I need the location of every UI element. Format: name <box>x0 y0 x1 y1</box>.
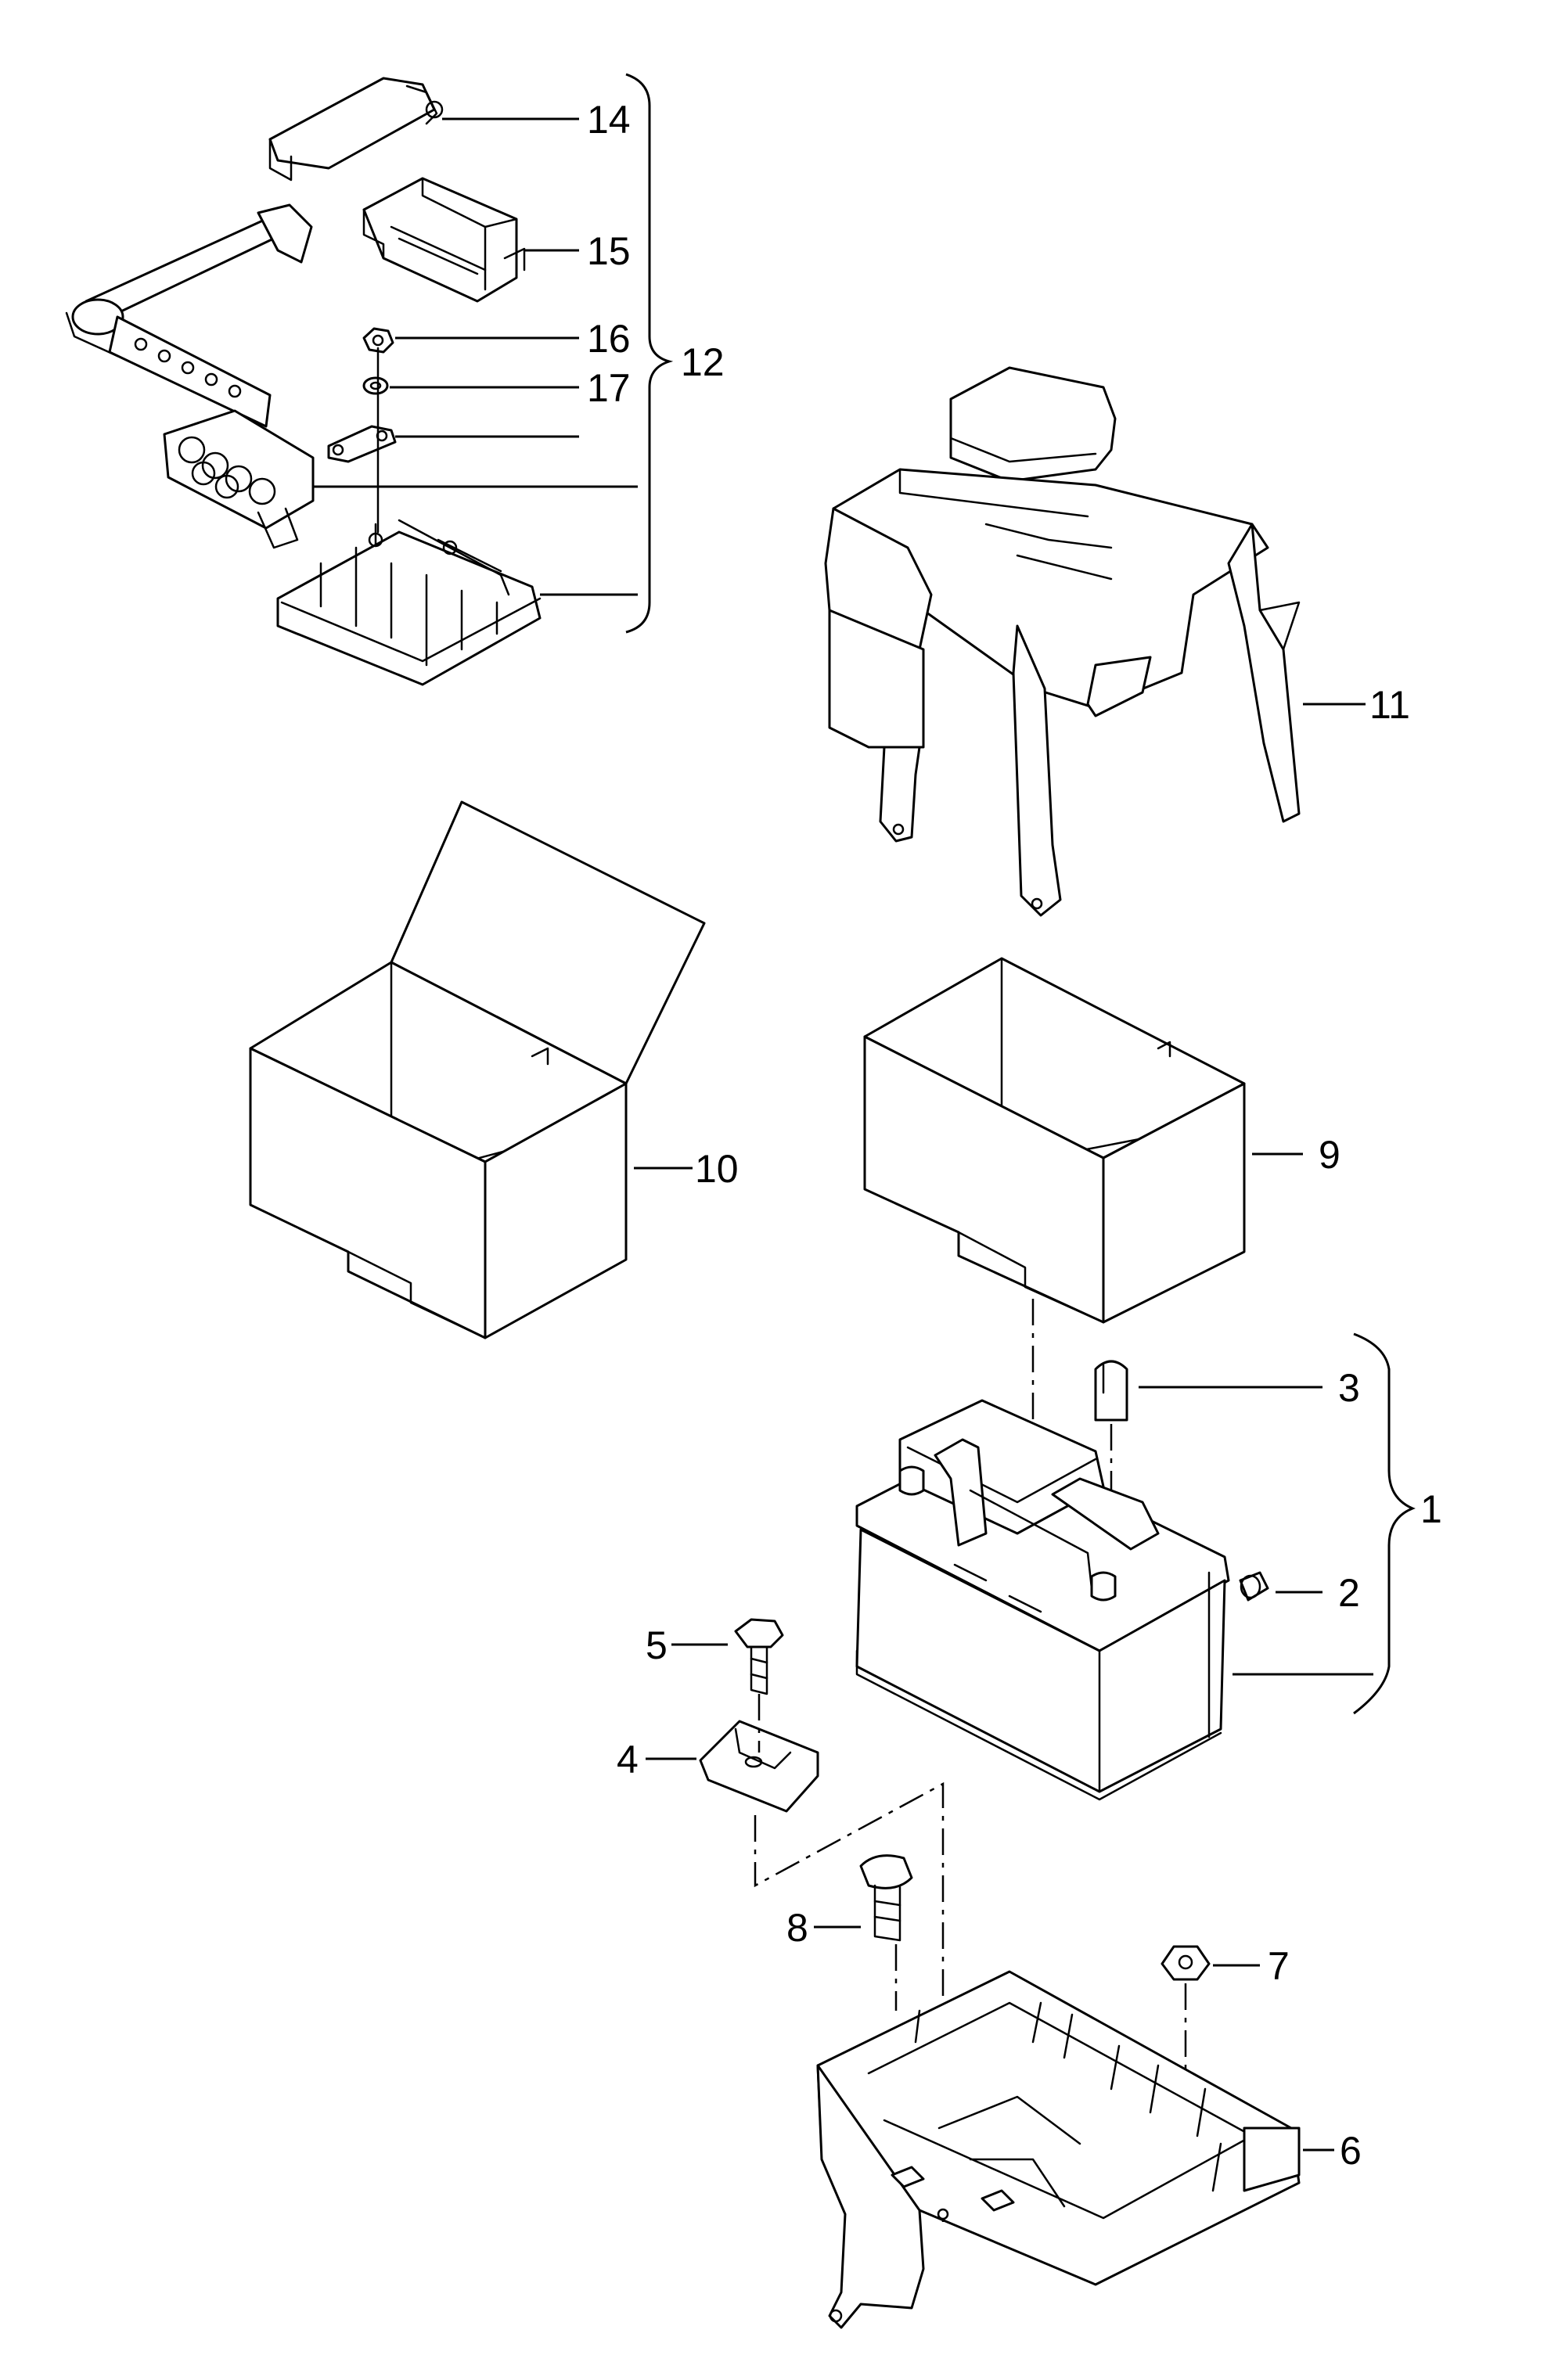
callout-15: 16 <box>587 317 631 361</box>
part-5-bolt <box>734 1618 784 1695</box>
callout-1: 1 <box>1420 1487 1442 1531</box>
part-8-bolt <box>859 1854 913 1942</box>
brace-1 <box>1353 1332 1416 1715</box>
callout-5: 5 <box>646 1623 668 1667</box>
assembly-line-4 <box>754 1781 945 2222</box>
callout-12: 12 <box>681 340 725 384</box>
callout-16: 17 <box>587 366 631 410</box>
callout-11: 11 <box>1369 683 1410 727</box>
part-6-battery-tray <box>816 1970 1301 2329</box>
part-9-battery-box <box>863 957 1246 1324</box>
part-4-clamp <box>699 1720 819 1813</box>
callout-6: 6 <box>1340 2129 1362 2173</box>
part-7-nut <box>1161 1945 1211 1981</box>
part-14-connector-block <box>362 177 526 303</box>
part-13-cover <box>268 77 444 182</box>
callout-14: 15 <box>587 229 631 273</box>
part-fuse-carrier <box>276 519 542 686</box>
part-15-nut <box>362 327 394 354</box>
callout-10: 10 <box>695 1147 739 1191</box>
part-11-battery-cover <box>824 366 1301 917</box>
part-1-battery <box>855 1399 1230 1801</box>
callout-8: 8 <box>786 1906 808 1950</box>
part-battery-cable <box>65 203 313 428</box>
callout-2: 2 <box>1338 1571 1360 1615</box>
callout-13: 14 <box>587 98 631 142</box>
part-3-terminal-cap <box>1094 1360 1128 1422</box>
callout-9: 9 <box>1319 1133 1340 1177</box>
part-16-washer <box>362 376 389 395</box>
part-17-bracket <box>327 425 397 463</box>
part-10-battery-box-open <box>249 800 706 1339</box>
callout-3: 3 <box>1338 1366 1360 1410</box>
callout-7: 7 <box>1268 1944 1290 1988</box>
callout-4: 4 <box>617 1738 639 1781</box>
part-fuse-box <box>163 409 315 549</box>
part-2-vent-plug <box>1239 1571 1269 1602</box>
brace-12 <box>625 73 674 634</box>
